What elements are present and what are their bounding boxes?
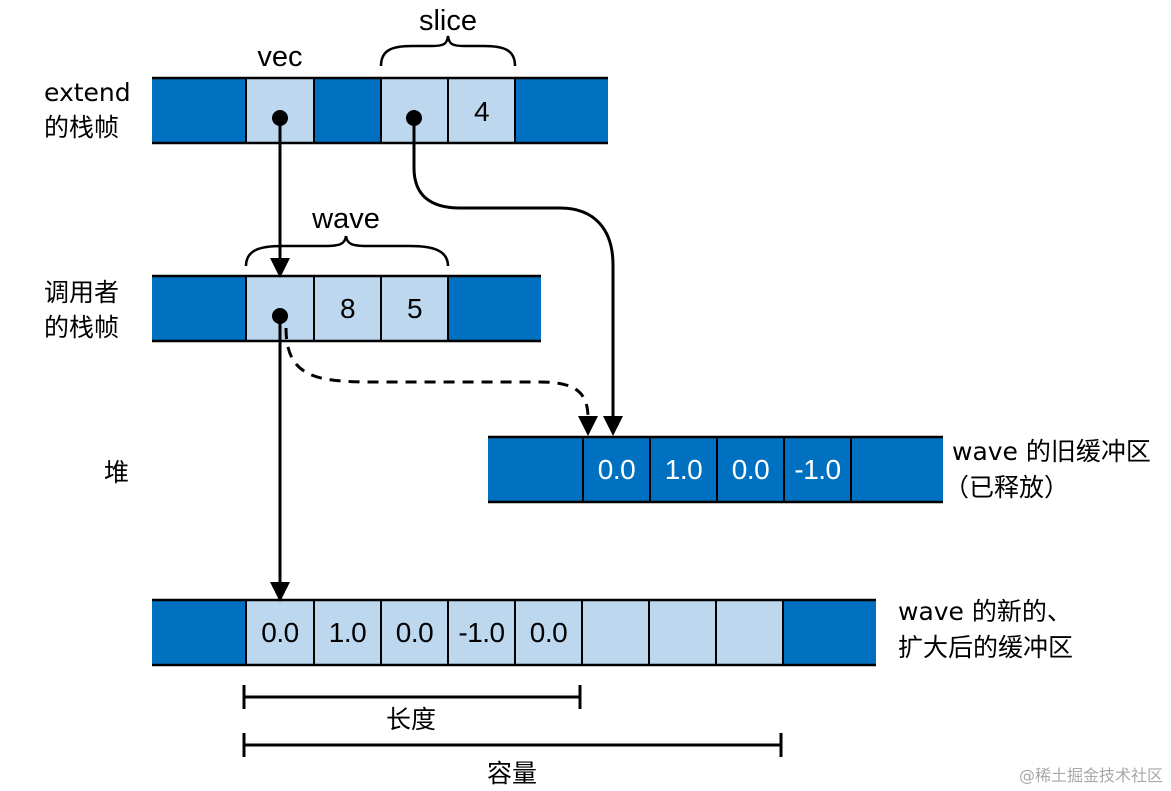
new-buffer-value: 0.0 xyxy=(261,617,298,648)
wave-capacity-value: 8 xyxy=(340,293,355,324)
length-label: 长度 xyxy=(386,705,436,734)
extend-frame-label-line1: extend xyxy=(44,78,131,107)
slice-length-cell xyxy=(448,78,515,143)
slice-length-value: 4 xyxy=(474,96,489,127)
old-buffer-value: -1.0 xyxy=(794,454,840,485)
watermark: @稀土掘金技术社区 xyxy=(1019,766,1163,785)
new-buffer-value: 0.0 xyxy=(530,617,567,648)
new-buffer-value: 1.0 xyxy=(329,617,366,648)
wave-to-new-buffer-arrowhead xyxy=(270,582,290,602)
new-buffer-cell xyxy=(314,600,381,665)
new-buffer-value: -1.0 xyxy=(458,617,504,648)
new-buffer-spare-cell xyxy=(649,600,716,665)
old-buffer-cell xyxy=(784,437,851,502)
old-buffer-cell xyxy=(583,437,650,502)
new-buffer-cell xyxy=(246,600,314,665)
new-buffer-spare-cell xyxy=(716,600,783,665)
former-wave-pointer-arrow xyxy=(284,327,590,419)
wave-capacity-cell xyxy=(314,276,381,341)
wave-length-cell xyxy=(381,276,448,341)
new-buffer-cell xyxy=(515,600,582,665)
new-buffer-cell xyxy=(381,600,448,665)
new-buffer: 0.0 1.0 0.0 -1.0 0.0 xyxy=(152,598,876,667)
heap-label: 堆 xyxy=(104,458,129,487)
slice-to-old-buffer-arrow xyxy=(412,118,615,420)
old-buffer-cell xyxy=(717,437,784,502)
old-buffer: 0.0 1.0 0.0 -1.0 xyxy=(488,435,943,504)
old-buffer-value: 0.0 xyxy=(598,454,635,485)
new-buffer-label-line2: 扩大后的缓冲区 xyxy=(898,633,1073,662)
new-buffer-cell xyxy=(448,600,515,665)
new-buffer-spare-cell xyxy=(582,600,649,665)
slice-label: slice xyxy=(419,5,477,37)
caller-frame-label-line2: 的栈帧 xyxy=(44,313,119,342)
capacity-label: 容量 xyxy=(487,759,537,788)
old-buffer-value: 1.0 xyxy=(665,454,702,485)
extend-frame-label-line2: 的栈帧 xyxy=(44,113,119,142)
old-buffer-value: 0.0 xyxy=(732,454,769,485)
length-ruler xyxy=(242,685,582,709)
wave-length-value: 5 xyxy=(407,293,422,324)
new-buffer-value: 0.0 xyxy=(396,617,433,648)
slice-brace xyxy=(379,35,517,67)
extend-stack-frame: 4 xyxy=(152,76,608,145)
wave-label: wave xyxy=(311,203,380,235)
old-buffer-cell xyxy=(650,437,717,502)
former-wave-pointer-arrowhead xyxy=(578,416,598,436)
old-buffer-label-line2: （已释放） xyxy=(944,473,1069,502)
capacity-ruler xyxy=(242,733,783,757)
old-buffer-label-line1: wave 的旧缓冲区 xyxy=(952,437,1151,466)
caller-stack-frame: 8 5 xyxy=(152,274,541,343)
vec-label: vec xyxy=(257,41,302,73)
slice-to-old-buffer-arrowhead xyxy=(603,416,623,436)
vec-to-wave-arrowhead xyxy=(270,258,290,278)
new-buffer-label-line1: wave 的新的、 xyxy=(898,597,1072,626)
caller-frame-label-line1: 调用者 xyxy=(44,278,119,307)
wave-brace xyxy=(244,235,450,267)
